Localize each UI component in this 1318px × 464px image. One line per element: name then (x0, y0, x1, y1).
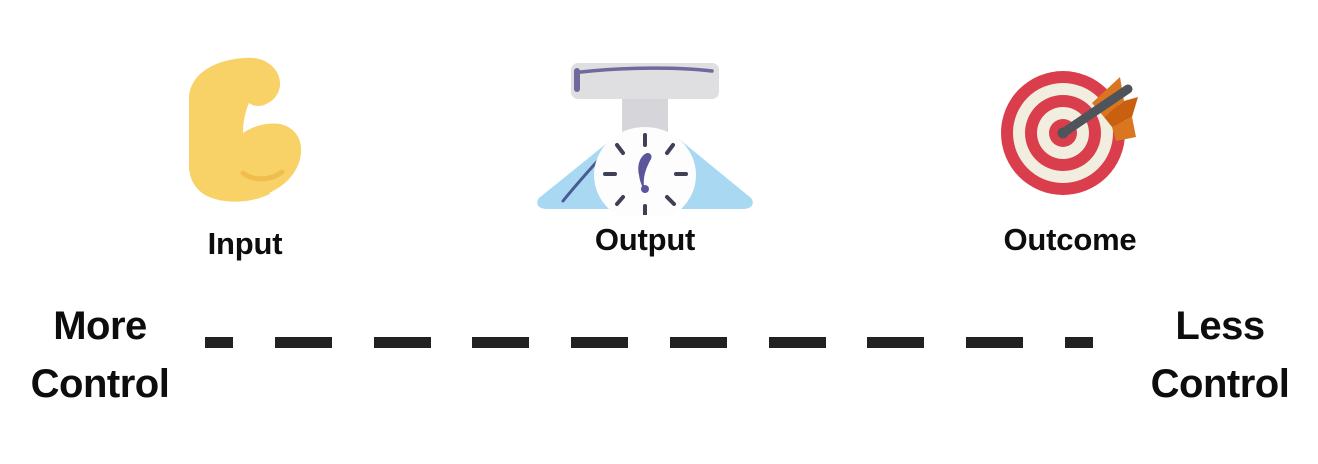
diagram-node-input: Input (150, 55, 340, 259)
axis-caption-left-line2: Control (30, 362, 170, 406)
diagram-node-outcome: Outcome (960, 55, 1180, 255)
control-axis-dashed-line (205, 336, 1093, 348)
axis-dash (867, 336, 925, 348)
flexed-biceps-icon (187, 55, 303, 218)
axis-dash (669, 336, 727, 348)
axis-dash (472, 336, 530, 348)
target-with-arrow-icon (1000, 55, 1140, 210)
axis-caption-right-line2: Control (1150, 362, 1290, 406)
axis-caption-right: Less Control (1130, 297, 1310, 413)
axis-dash (274, 336, 332, 348)
axis-caption-left-line1: More (53, 304, 147, 348)
axis-caption-left: More Control (10, 297, 190, 413)
node-label-input: Input (207, 226, 283, 261)
diagram-node-output: Output (520, 55, 770, 255)
axis-caption-right-line1: Less (1175, 304, 1265, 348)
axis-dash (768, 336, 826, 348)
node-label-output: Output (594, 222, 696, 257)
axis-dash (205, 336, 233, 348)
axis-dash (373, 336, 431, 348)
axis-dash (966, 336, 1024, 348)
kitchen-scale-icon (529, 55, 761, 223)
node-label-outcome: Outcome (1003, 222, 1137, 257)
axis-dash (571, 336, 629, 348)
axis-dash (1064, 336, 1093, 348)
